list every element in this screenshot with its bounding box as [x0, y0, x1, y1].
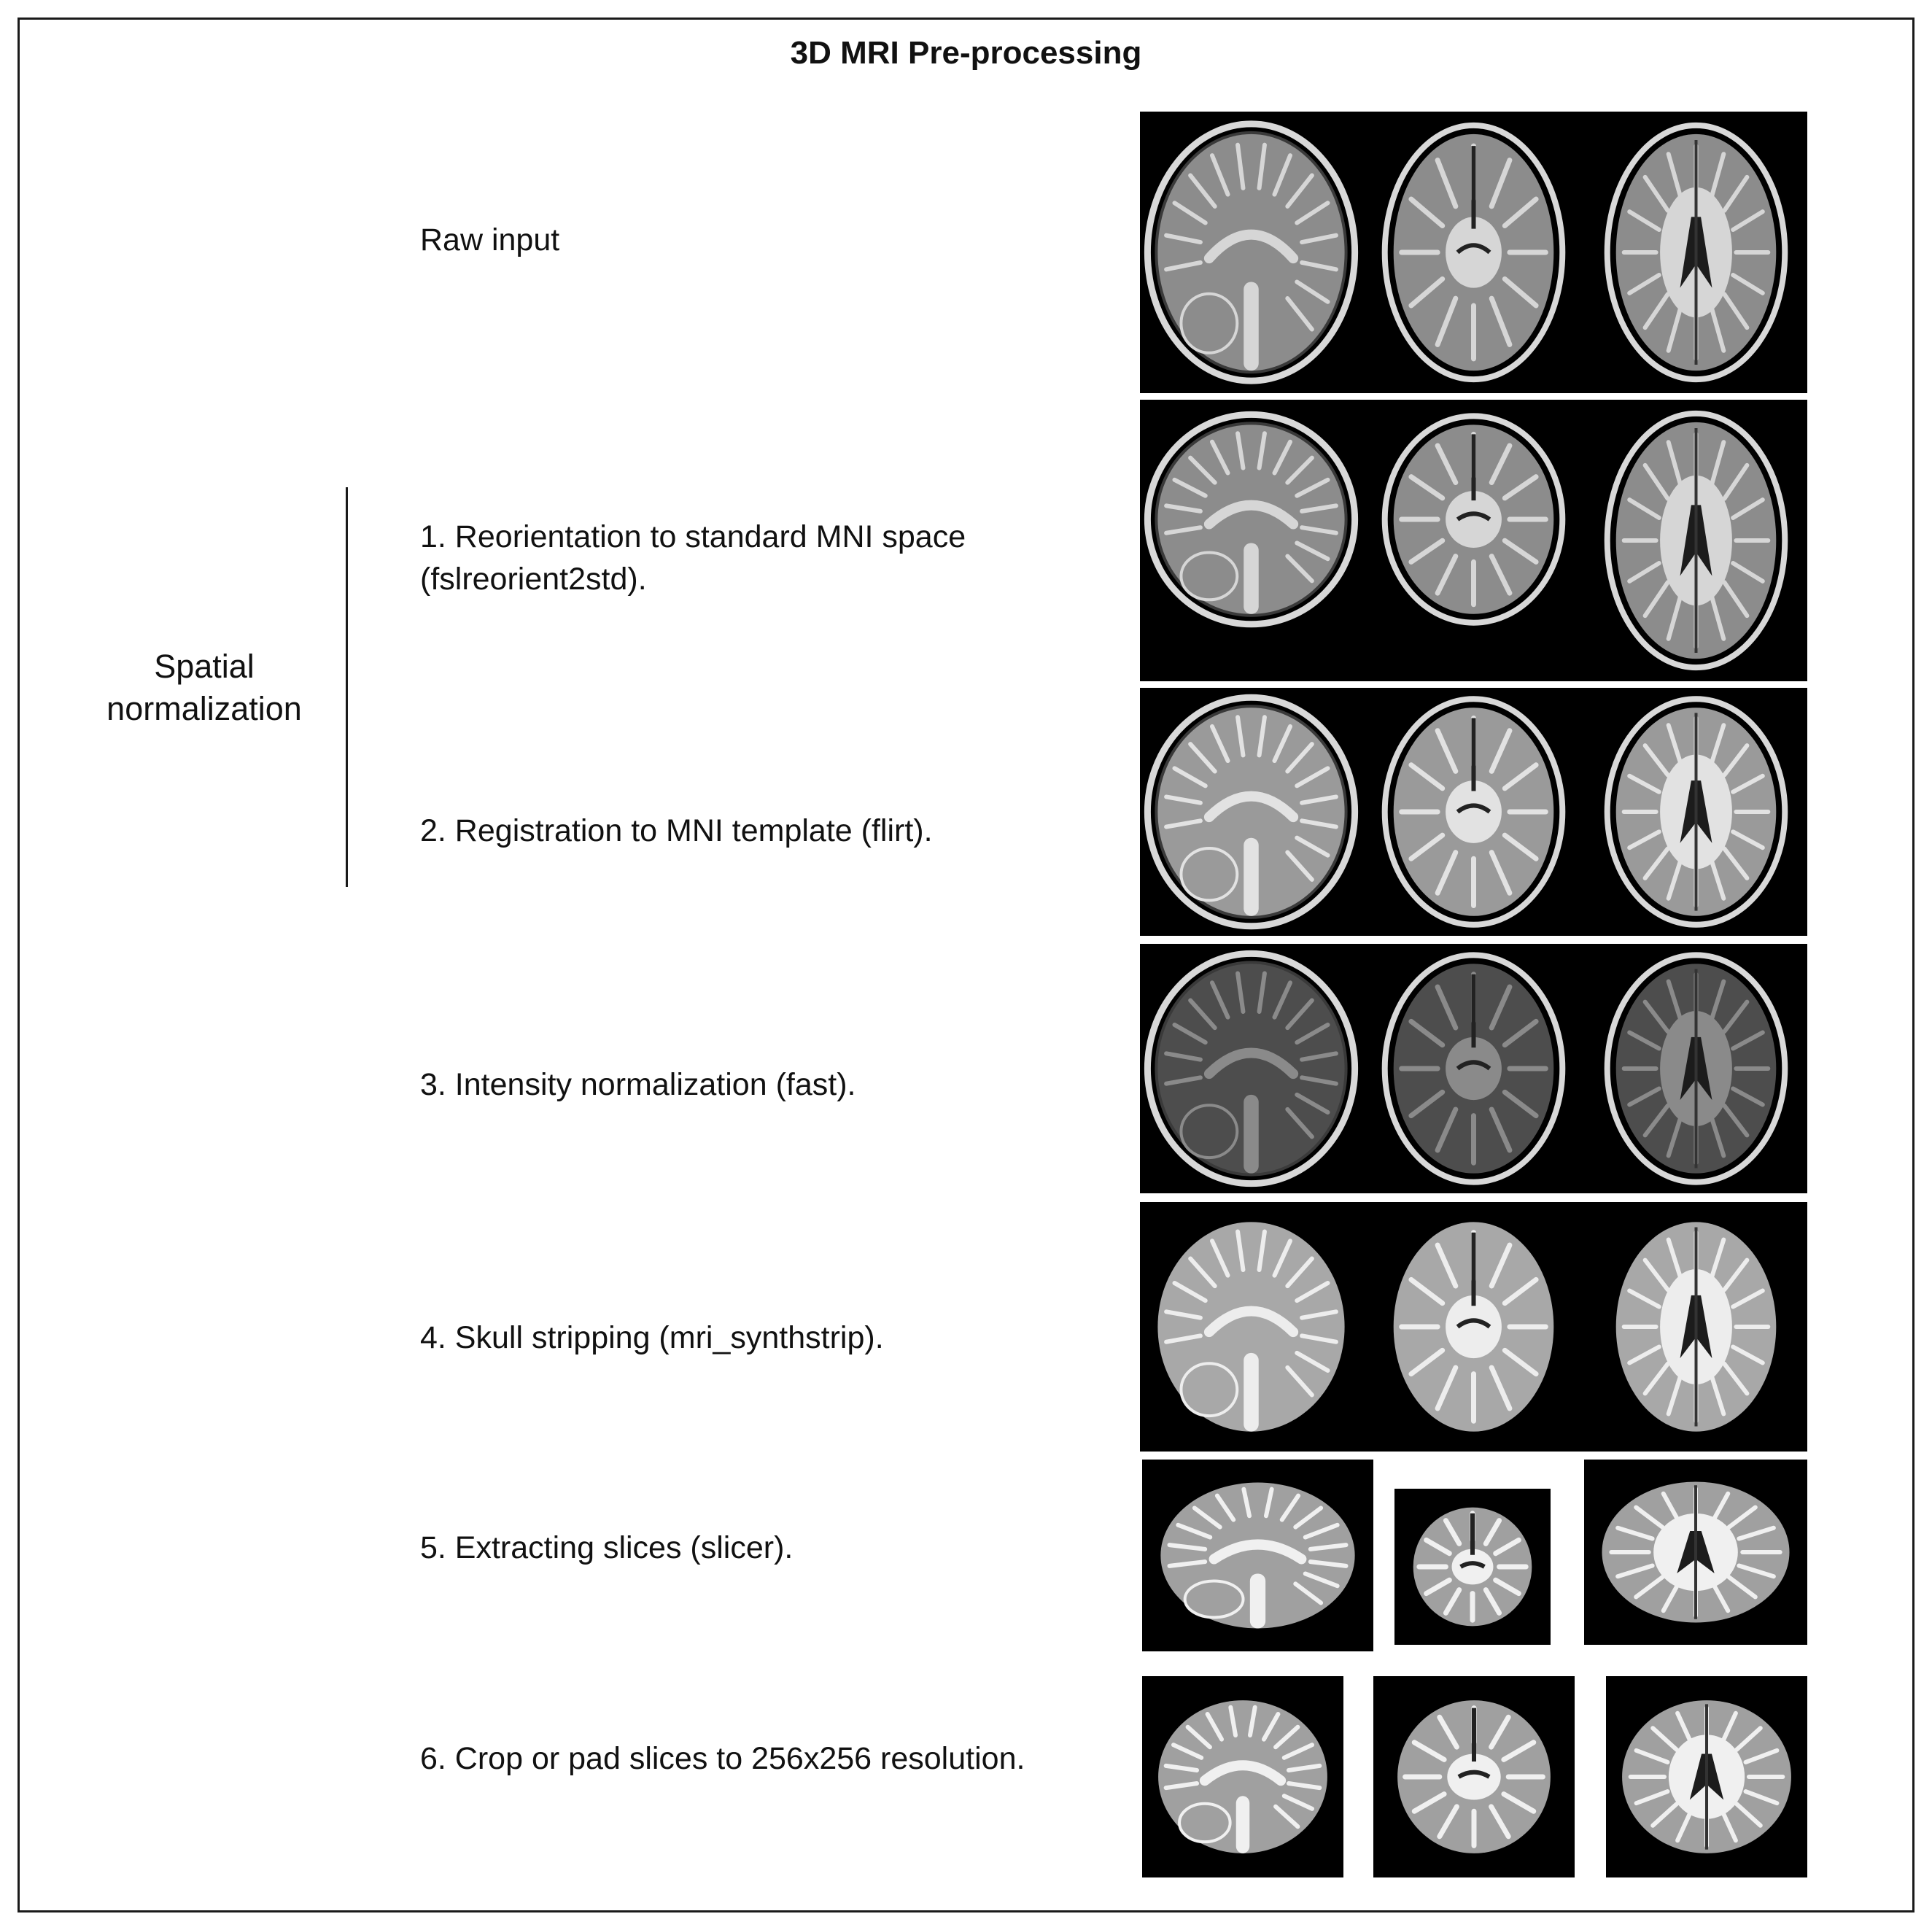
mri-row-3-svg — [1144, 950, 1788, 1187]
mri-axial-view-row-4 — [1615, 1222, 1777, 1432]
mri-row-4-svg — [1157, 1222, 1777, 1432]
mri-row-1 — [1140, 400, 1807, 681]
step-label-1: 1. Reorientation to standard MNI space (… — [420, 516, 966, 600]
mri-row-3 — [1140, 944, 1807, 1193]
mri-coronal-svg-row-6 — [1397, 1700, 1551, 1853]
mri-sagittal-svg-row-6 — [1158, 1700, 1327, 1853]
mri-coronal-svg-row-5 — [1413, 1507, 1532, 1627]
figure-frame — [18, 18, 1914, 1912]
mri-coronal-view-row-3 — [1381, 952, 1566, 1185]
step-label-3: 3. Intensity normalization (fast). — [420, 1067, 856, 1102]
mri-axial-view-row-1 — [1604, 410, 1788, 671]
mri-sagittal-view-row-0 — [1144, 120, 1359, 384]
mri-coronal-view-row-1 — [1381, 413, 1566, 626]
mri-row-1-svg — [1144, 410, 1788, 671]
mri-row-2-svg — [1144, 694, 1788, 930]
mri-coronal-panel-row-6 — [1373, 1676, 1575, 1877]
mri-coronal-view-row-6 — [1397, 1700, 1551, 1853]
mri-coronal-view-row-2 — [1381, 696, 1566, 928]
mri-axial-panel-row-5 — [1584, 1460, 1807, 1645]
mri-axial-view-row-6 — [1622, 1700, 1791, 1853]
mri-row-0 — [1140, 112, 1807, 393]
mri-row-0-svg — [1144, 120, 1788, 384]
mri-sagittal-view-row-5 — [1160, 1482, 1355, 1629]
mri-axial-svg-row-6 — [1622, 1700, 1791, 1853]
mri-coronal-view-row-0 — [1381, 122, 1566, 383]
mri-sagittal-view-row-3 — [1144, 950, 1359, 1187]
group-label-line-1: Spatial — [154, 648, 255, 685]
mri-axial-panel-row-6 — [1606, 1676, 1807, 1877]
group-label-line-2: normalization — [106, 690, 302, 727]
mri-sagittal-view-row-4 — [1157, 1222, 1345, 1432]
group-label: Spatial normalization — [58, 646, 350, 730]
step-label-5: 5. Extracting slices (slicer). — [420, 1530, 794, 1565]
step-label-2: 2. Registration to MNI template (flirt). — [420, 813, 933, 848]
mri-coronal-view-row-5 — [1413, 1507, 1532, 1627]
mri-coronal-view-row-4 — [1393, 1222, 1554, 1432]
mri-axial-view-row-3 — [1604, 952, 1788, 1185]
mri-row-4 — [1140, 1202, 1807, 1452]
step-label-1-line-1: 1. Reorientation to standard MNI space — [420, 519, 966, 554]
mri-sagittal-view-row-1 — [1144, 411, 1359, 628]
mri-axial-svg-row-5 — [1602, 1481, 1790, 1623]
step-label-6: 6. Crop or pad slices to 256x256 resolut… — [420, 1741, 1025, 1776]
group-bracket-line — [346, 487, 348, 887]
figure-title: 3D MRI Pre-processing — [790, 35, 1142, 71]
mri-axial-view-row-5 — [1602, 1481, 1790, 1623]
mri-sagittal-view-row-2 — [1144, 694, 1359, 930]
mri-row-2 — [1140, 688, 1807, 936]
mri-sagittal-panel-row-5 — [1142, 1460, 1373, 1651]
mri-axial-view-row-0 — [1604, 122, 1788, 383]
step-label-1-line-2: (fslreorient2std). — [420, 562, 647, 597]
step-label-raw: Raw input — [420, 222, 560, 257]
mri-sagittal-panel-row-6 — [1142, 1676, 1343, 1877]
step-label-4: 4. Skull stripping (mri_synthstrip). — [420, 1320, 884, 1355]
mri-axial-view-row-2 — [1604, 696, 1788, 928]
mri-sagittal-view-row-6 — [1158, 1700, 1327, 1853]
mri-sagittal-svg-row-5 — [1160, 1482, 1355, 1629]
mri-coronal-panel-row-5 — [1394, 1489, 1551, 1645]
